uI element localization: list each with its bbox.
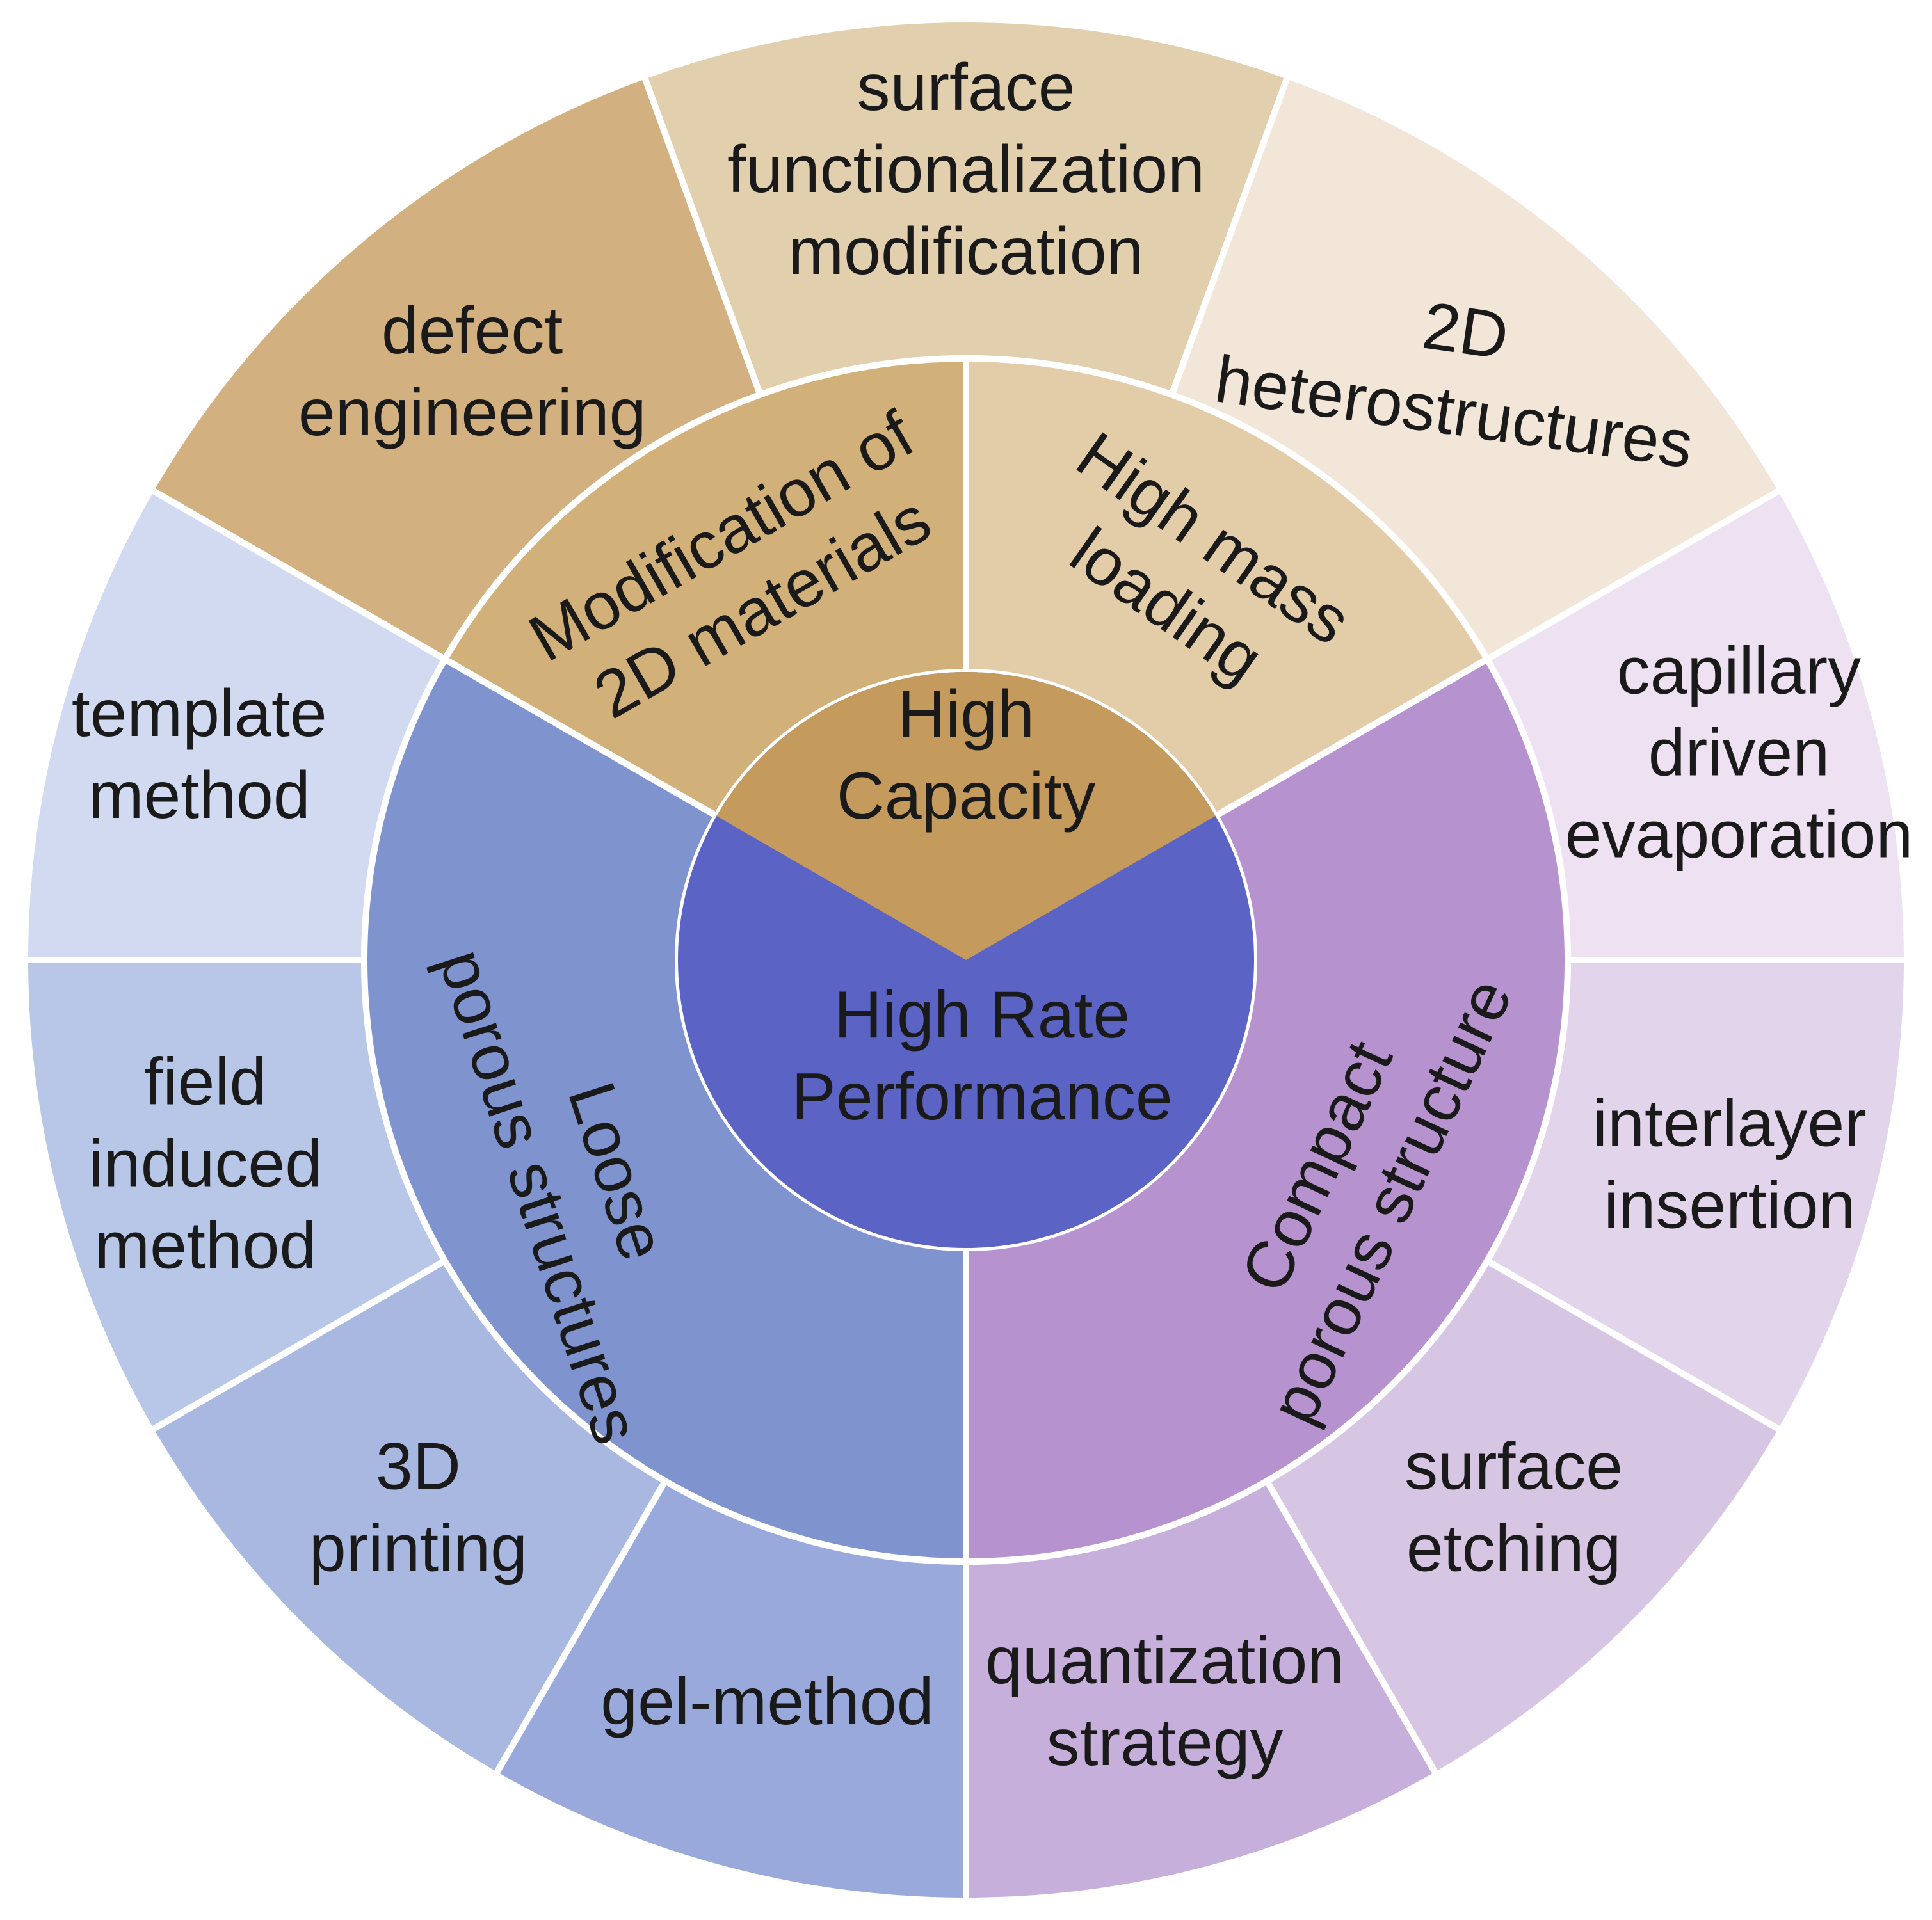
outer-label-gel-method: gel-method — [600, 1665, 933, 1739]
outer-label-interlayer-insertion-line: insertion — [1604, 1169, 1855, 1243]
outer-label-defect-engineering-line: engineering — [298, 376, 647, 450]
outer-label-surface-functionalization-modification-line: surface — [857, 51, 1075, 125]
outer-label-gel-method-line: gel-method — [600, 1665, 933, 1739]
outer-label-surface-etching-line: surface — [1405, 1430, 1623, 1504]
outer-label-template-method-line: template — [72, 676, 327, 751]
core — [678, 672, 1254, 1248]
outer-label-field-induced-method-line: method — [94, 1208, 316, 1283]
outer-label-field-induced-method-line: induced — [89, 1126, 322, 1201]
outer-label-3d-printing: 3D printing — [309, 1430, 527, 1586]
outer-label-quantization-strategy-line: strategy — [1047, 1706, 1284, 1780]
outer-label-field-induced-method-line: field — [145, 1044, 267, 1119]
outer-label-defect-engineering: defect engineering — [298, 294, 647, 450]
core-label-high-capacity-line: Capacity — [837, 759, 1096, 833]
outer-label-surface-functionalization-modification-line: functionalization — [727, 132, 1205, 207]
outer-label-defect-engineering-line: defect — [382, 294, 563, 368]
outer-label-capillary-driven-evaporation-line: evaporation — [1565, 797, 1913, 872]
outer-label-surface-etching-line: etching — [1406, 1512, 1621, 1586]
outer-label-3d-printing-line: 3D — [376, 1430, 461, 1504]
core-label-high-rate-performance-line: Performance — [791, 1060, 1172, 1134]
outer-label-template-method-line: method — [88, 758, 310, 833]
outer-ring — [21, 16, 1911, 1905]
core-label-high-capacity-line: High — [898, 677, 1034, 751]
outer-label-quantization-strategy: quantization strategy — [985, 1624, 1344, 1780]
middle-ring — [361, 355, 1571, 1565]
core-label-high-rate-performance-line: High Rate — [834, 978, 1130, 1052]
outer-label-surface-functionalization-modification-line: modification — [789, 214, 1144, 289]
outer-label-interlayer-insertion: interlayer insertion — [1593, 1087, 1867, 1243]
outer-label-3d-printing-line: printing — [309, 1512, 527, 1586]
outer-label-2d-heterostructures-line: 2D — [1418, 289, 1513, 374]
outer-label-capillary-driven-evaporation-line: driven — [1648, 716, 1830, 790]
outer-label-surface-etching: surface etching — [1405, 1430, 1623, 1586]
outer-label-capillary-driven-evaporation-line: capillary — [1617, 634, 1861, 708]
outer-label-quantization-strategy-line: quantization — [985, 1624, 1344, 1698]
core-high-capacity — [716, 672, 1216, 960]
outer-label-interlayer-insertion-line: interlayer — [1593, 1087, 1867, 1161]
